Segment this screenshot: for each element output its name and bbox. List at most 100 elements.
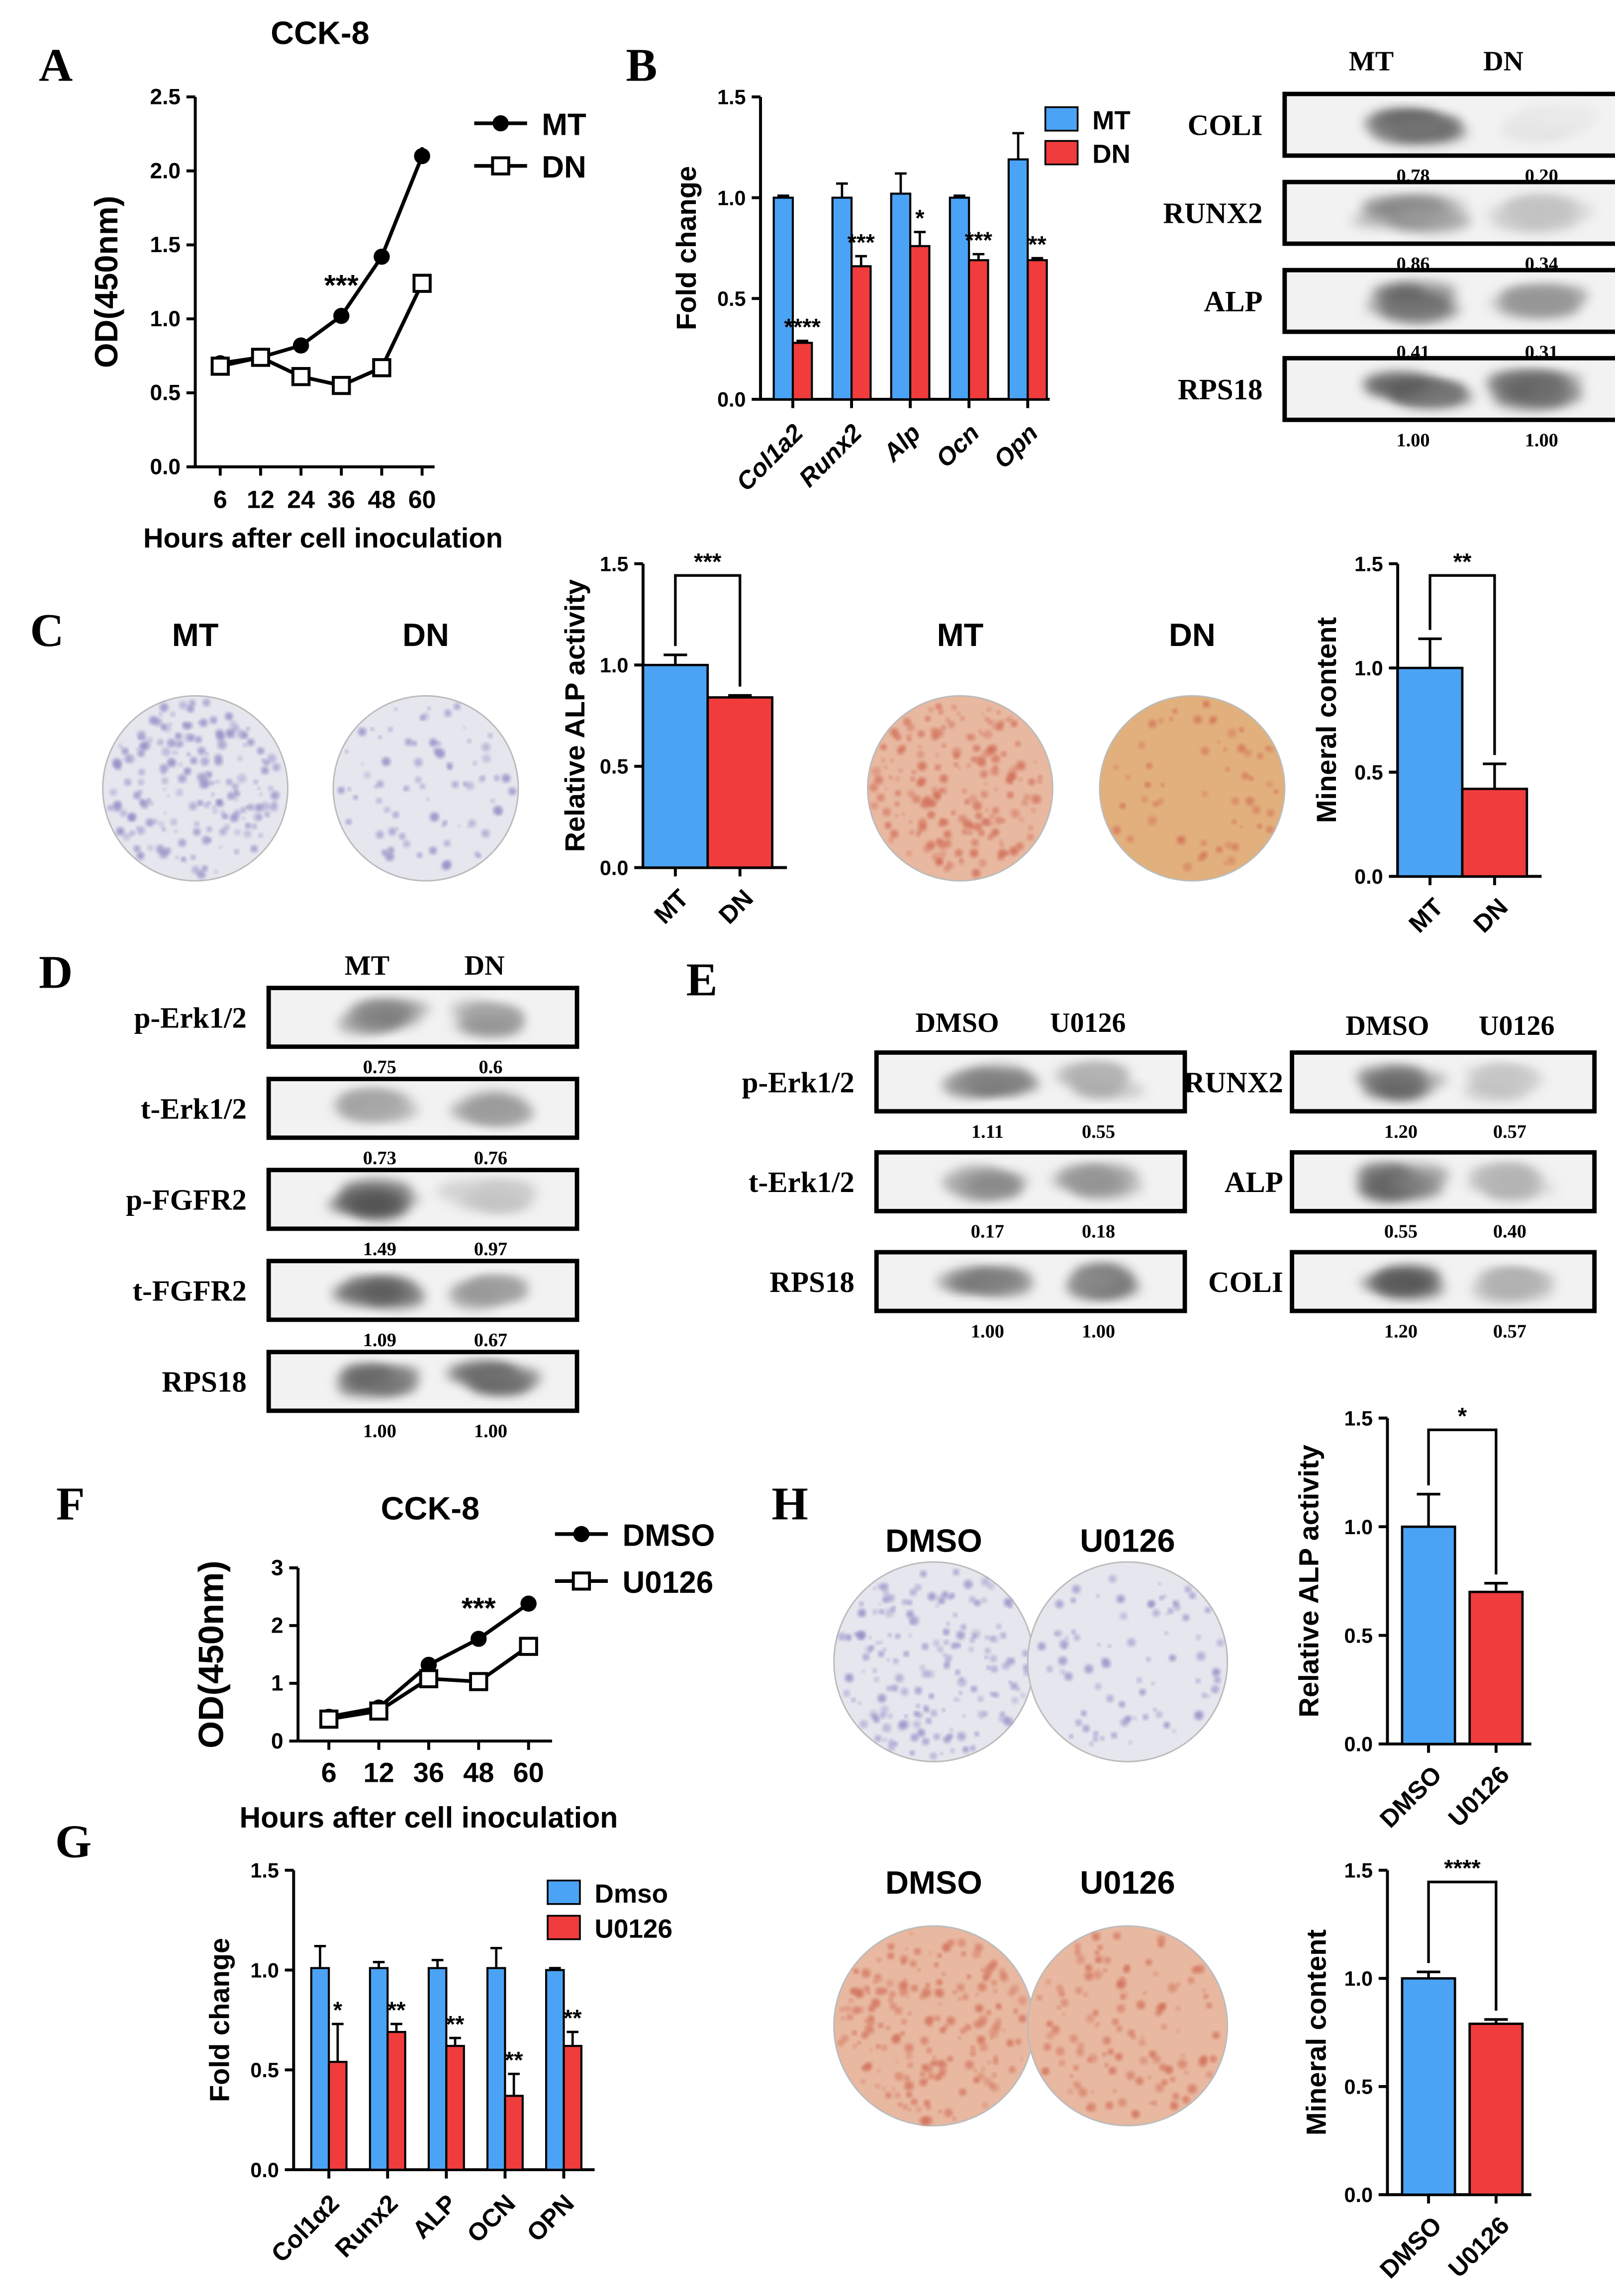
stain-speck xyxy=(214,870,218,874)
significance-mark: ** xyxy=(1028,231,1046,258)
significance-mark: * xyxy=(333,1997,343,2023)
stain-speck xyxy=(1155,2083,1164,2093)
data-point-dmso xyxy=(420,1656,437,1673)
stain-speck xyxy=(1019,817,1024,822)
stain-speck xyxy=(1167,1983,1177,1993)
stain-speck xyxy=(859,1601,864,1607)
stain-speck xyxy=(416,852,423,858)
stain-speck xyxy=(1274,789,1279,794)
chart-title: CCK-8 xyxy=(271,15,369,51)
stain-speck xyxy=(226,779,233,785)
significance-mark: **** xyxy=(784,314,821,341)
stain-speck xyxy=(161,777,169,784)
stain-speck xyxy=(1112,826,1121,835)
panel-letter-a: A xyxy=(39,39,73,91)
panel-letter-b: B xyxy=(626,39,657,91)
stain-speck xyxy=(388,827,396,836)
blot-strip xyxy=(266,1259,579,1322)
stain-speck xyxy=(508,787,517,796)
stain-speck xyxy=(916,2106,922,2112)
stain-speck xyxy=(1184,1586,1192,1593)
stain-speck xyxy=(887,1594,895,1602)
stain-speck xyxy=(1083,1992,1088,1997)
stain-speck xyxy=(142,737,146,740)
stain-speck xyxy=(947,1939,953,1946)
stain-speck xyxy=(149,716,158,725)
blot-row-label: ALP xyxy=(1204,285,1263,318)
stain-speck xyxy=(970,2045,975,2051)
stain-speck xyxy=(852,2030,857,2035)
stain-speck xyxy=(480,775,486,781)
stain-speck xyxy=(873,1980,877,1984)
stain-speck xyxy=(958,1691,962,1695)
stain-speck xyxy=(1097,1944,1103,1950)
stain-speck xyxy=(934,2074,941,2081)
stain-speck xyxy=(903,1651,909,1657)
stain-speck xyxy=(1139,1689,1146,1696)
stain-speck xyxy=(1142,1714,1149,1720)
stain-speck xyxy=(1140,2034,1144,2038)
stain-speck xyxy=(1090,2090,1094,2094)
y-tick-label: 0.5 xyxy=(1354,761,1383,784)
stain-speck xyxy=(1203,1994,1209,1999)
stain-speck xyxy=(946,1622,950,1626)
stain-speck xyxy=(1125,1715,1132,1722)
stain-speck xyxy=(383,807,390,813)
significance-mark: * xyxy=(915,205,925,232)
well-label: DMSO xyxy=(885,1864,982,1901)
stain-speck xyxy=(910,776,915,782)
significance-mark: *** xyxy=(462,1592,496,1625)
stain-speck xyxy=(164,812,167,815)
stain-speck xyxy=(904,2043,914,2053)
stain-speck xyxy=(167,794,170,798)
y-axis-label: Relative ALP activity xyxy=(1293,1445,1325,1718)
y-tick-label: 1.0 xyxy=(1354,657,1383,680)
stain-speck xyxy=(1011,1697,1019,1704)
y-tick-label: 2.0 xyxy=(150,159,181,183)
stain-speck xyxy=(928,707,934,713)
stain-speck xyxy=(869,783,878,792)
stain-speck xyxy=(888,837,894,843)
stain-speck xyxy=(202,835,211,845)
stain-speck xyxy=(845,1673,854,1682)
stain-speck xyxy=(1163,1722,1170,1729)
stain-speck xyxy=(237,755,243,761)
stain-speck xyxy=(1086,2014,1095,2023)
stain-speck xyxy=(261,766,269,775)
stain-speck xyxy=(994,816,1003,825)
stain-speck xyxy=(209,716,217,724)
stain-speck xyxy=(1120,1995,1125,2000)
stain-speck xyxy=(202,865,208,871)
stain-speck xyxy=(223,814,228,820)
stain-speck xyxy=(874,1677,879,1682)
stain-speck xyxy=(268,785,274,792)
bar-dmso xyxy=(545,1969,565,2171)
stain-speck xyxy=(1037,1995,1043,2001)
x-tick-label: DMSO xyxy=(1374,1760,1447,1833)
stain-speck xyxy=(975,812,982,820)
stain-speck xyxy=(1136,2077,1144,2085)
stain-speck xyxy=(981,1597,987,1604)
stain-speck xyxy=(882,1738,887,1743)
stain-speck xyxy=(930,2061,934,2065)
stain-speck xyxy=(962,789,967,794)
stain-speck xyxy=(944,1640,949,1646)
blot-row-label: t-Erk1/2 xyxy=(141,1092,247,1125)
stain-speck xyxy=(975,1993,979,1997)
stain-speck xyxy=(1011,1658,1015,1663)
data-point-u0126 xyxy=(519,1637,538,1656)
blot-value: 0.73 xyxy=(363,1148,396,1169)
y-tick-label: 1.0 xyxy=(600,654,628,677)
series-line-dn xyxy=(219,282,424,387)
stain-speck xyxy=(1058,1656,1067,1665)
legend-marker xyxy=(491,156,510,176)
stain-speck xyxy=(270,791,280,800)
stain-speck xyxy=(1043,2043,1051,2051)
stain-speck xyxy=(1005,718,1009,722)
blot-value: 1.49 xyxy=(363,1239,396,1260)
blot-column-label: MT xyxy=(1349,46,1394,77)
stain-speck xyxy=(947,861,952,866)
stain-speck xyxy=(243,743,247,747)
blot-value: 1.00 xyxy=(1525,430,1558,451)
